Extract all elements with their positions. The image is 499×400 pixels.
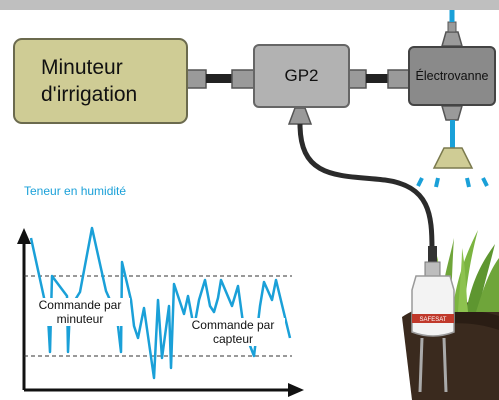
valve-nozzles — [441, 10, 463, 148]
controller-to-valve-connector — [347, 69, 410, 89]
controller-box: GP2 — [253, 44, 350, 108]
sprinkler-spray-icon — [416, 147, 489, 188]
irrigation-timer-box: Minuteur d'irrigation — [13, 38, 188, 124]
soil-moisture-sensor-icon: SAFESAT — [411, 246, 455, 393]
svg-text:SAFESAT: SAFESAT — [420, 317, 447, 323]
solenoid-valve-box: Électrovanne — [408, 46, 496, 106]
sensor-command-label: Commande par capteur — [181, 318, 285, 346]
timer-label: Minuteur d'irrigation — [41, 56, 138, 106]
top-bar — [0, 0, 499, 10]
moisture-chart-title: Teneur en humidité — [24, 184, 127, 198]
timer-command-label: Commande par minuteur — [30, 298, 130, 326]
valve-label: Électrovanne — [415, 69, 489, 83]
timer-to-controller-connector — [185, 69, 255, 89]
sensor-cable — [287, 107, 435, 251]
moisture-chart — [17, 226, 304, 397]
controller-label: GP2 — [284, 66, 319, 85]
